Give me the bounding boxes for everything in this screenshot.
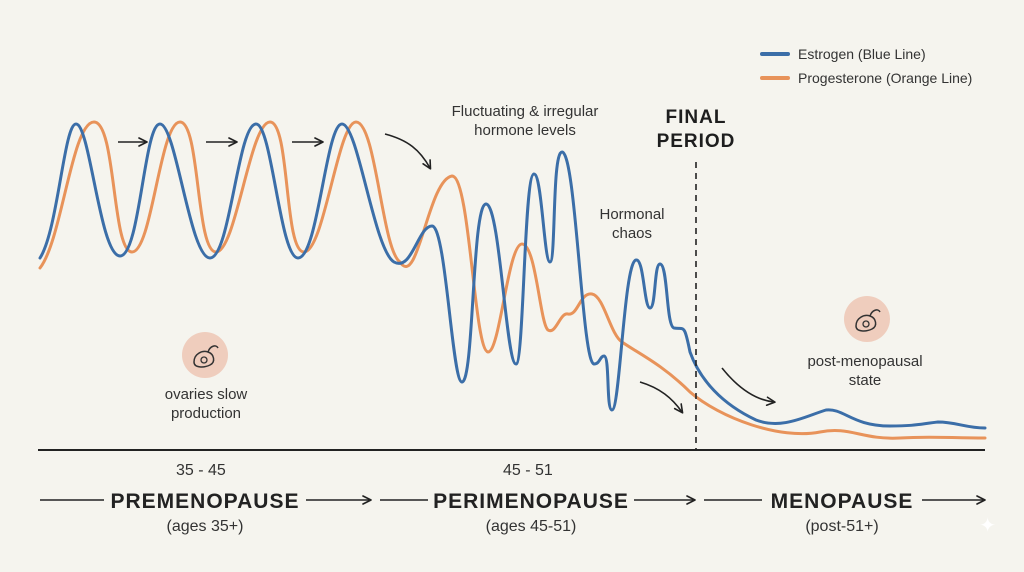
phase-perimenopause: PERIMENOPAUSE xyxy=(433,490,629,513)
sparkle-icon: ✦ xyxy=(979,515,996,537)
age-range-pre: 35 - 45 xyxy=(176,462,226,479)
progesterone-swatch xyxy=(760,76,790,80)
phase-premenopause: PREMENOPAUSE xyxy=(110,490,300,513)
transition-arrow xyxy=(384,133,432,170)
legend-label-progesterone: Progesterone (Orange Line) xyxy=(798,70,973,86)
ovary-icon xyxy=(182,332,228,378)
fluctuating-annotation: Fluctuating & irregular hormone levels xyxy=(451,103,599,139)
final-period-label: FINAL PERIOD xyxy=(656,107,736,152)
post-menopausal-annotation: post-menopausal state xyxy=(807,353,923,389)
estrogen-line xyxy=(38,122,987,430)
phase-premenopause-ages: (ages 35+) xyxy=(166,518,244,535)
legend-item-estrogen: Estrogen (Blue Line) xyxy=(760,42,972,66)
chaos-annotation: Hormonal chaos xyxy=(599,206,665,242)
legend-item-progesterone: Progesterone (Orange Line) xyxy=(760,66,972,90)
legend-label-estrogen: Estrogen (Blue Line) xyxy=(798,46,926,62)
phase-perimenopause-ages: (ages 45-51) xyxy=(485,518,577,535)
phase-menopause-ages: (post-51+) xyxy=(805,518,879,535)
phase-menopause: MENOPAUSE xyxy=(770,490,914,513)
estrogen-swatch xyxy=(760,52,790,56)
ovary-icon xyxy=(844,296,890,342)
ovaries-annotation: ovaries slow production xyxy=(164,386,248,422)
age-range-peri: 45 - 51 xyxy=(503,462,553,479)
decline-arrow xyxy=(639,381,684,414)
post-arrow xyxy=(721,367,776,406)
legend: Estrogen (Blue Line) Progesterone (Orang… xyxy=(760,42,972,90)
